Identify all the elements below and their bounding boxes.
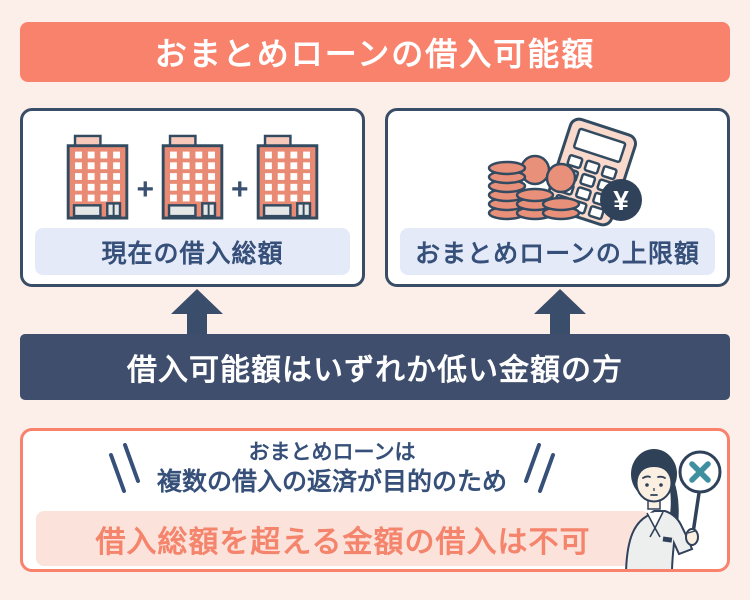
reason-line2: 複数の借入の返済が目的のため	[156, 468, 507, 497]
yen-symbol: ¥	[613, 185, 629, 216]
yen-badge-icon: ¥	[599, 179, 642, 221]
up-arrow-icon	[171, 289, 223, 336]
calculator-coins-icon: ¥	[487, 117, 642, 227]
plus-sign: +	[136, 173, 154, 206]
highlight-box: 借入総額を超える金額の借入は不可	[36, 511, 650, 566]
emphasis-slash-left-icon	[108, 442, 140, 493]
office-building-icon	[66, 134, 129, 220]
office-building-icon	[256, 134, 319, 220]
title-banner: おまとめローンの借入可能額	[20, 22, 730, 82]
reason-line1: おまとめローンは	[248, 441, 416, 464]
reason-block: おまとめローンは 複数の借入の返済が目的のため	[23, 439, 641, 499]
up-arrow-icon	[534, 289, 586, 336]
rule-banner: 借入可能額はいずれか低い金額の方	[20, 334, 730, 400]
loan-limit-label: おまとめローンの上限額	[400, 228, 715, 275]
buildings-row: + +	[66, 134, 318, 220]
note-box: おまとめローンは 複数の借入の返済が目的のため 借入総額を超える金額の借入は不可	[20, 428, 730, 572]
woman-holding-x-sign-illustration	[625, 449, 722, 569]
plus-sign: +	[231, 173, 249, 206]
current-borrowing-card: + + 現在の借入総額	[20, 108, 365, 287]
highlight-text: 借入総額を超える金額の借入は不可	[95, 525, 591, 559]
current-borrowing-label: 現在の借入総額	[35, 228, 350, 275]
page-title: おまとめローンの借入可能額	[154, 36, 596, 72]
buildings-illustration: + +	[23, 111, 362, 231]
emphasis-slash-right-icon	[524, 442, 555, 493]
office-building-icon	[161, 134, 224, 220]
rule-text: 借入可能額はいずれか低い金額の方	[127, 354, 623, 387]
calculator-illustration: ¥	[388, 111, 727, 231]
loan-limit-card: ¥ おまとめローンの上限額	[385, 108, 730, 287]
reason-text: おまとめローンは 複数の借入の返済が目的のため	[157, 439, 507, 499]
